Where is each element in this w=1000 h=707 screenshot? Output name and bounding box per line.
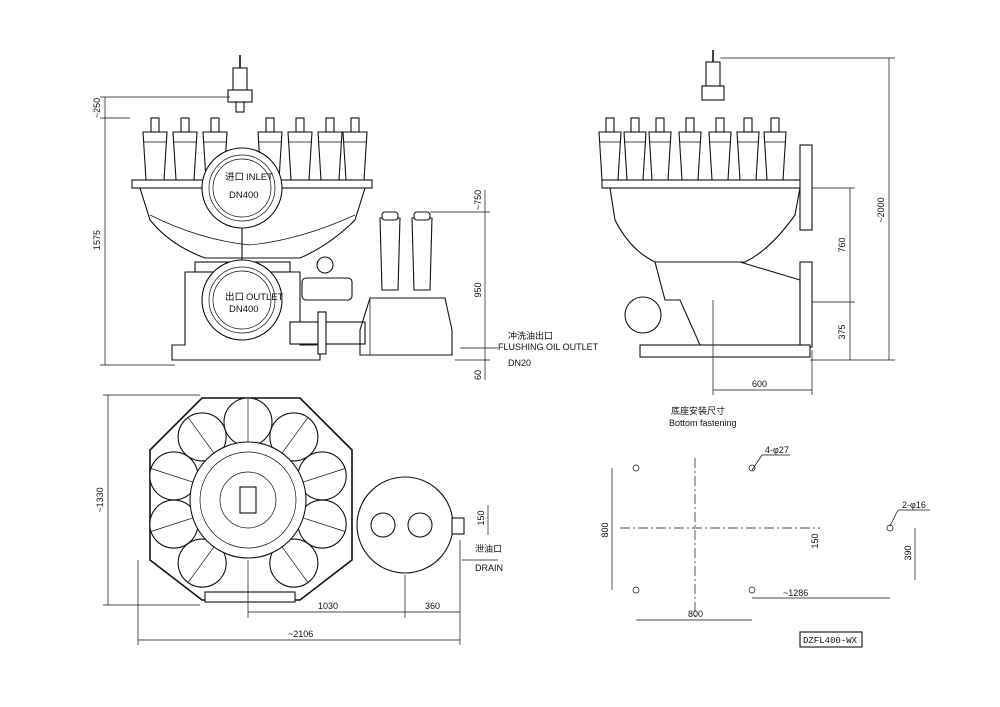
plan-filter-element bbox=[177, 538, 227, 588]
filter-element bbox=[172, 117, 198, 181]
plan-filter-element bbox=[177, 412, 227, 462]
bottom-fastening: 底座安装尺寸 Bottom fastening 4-φ27 2-φ16 800 … bbox=[600, 405, 930, 621]
dim-2106: ~2106 bbox=[288, 629, 313, 639]
flushing-label-cn: 冲洗油出口 bbox=[508, 330, 553, 341]
dim-360: 360 bbox=[425, 601, 440, 611]
filter-element bbox=[736, 117, 760, 181]
drain-label-en: DRAIN bbox=[475, 563, 503, 573]
flange-icon bbox=[201, 259, 283, 341]
plan-filter-element bbox=[269, 412, 319, 462]
plan-filter-element bbox=[149, 451, 199, 501]
inlet-size: DN400 bbox=[229, 190, 259, 201]
filter-element bbox=[763, 117, 787, 181]
filter-element bbox=[287, 117, 313, 181]
filter-element bbox=[708, 117, 732, 181]
drain-label-cn: 泄油口 bbox=[475, 543, 502, 554]
bottom-title-en: Bottom fastening bbox=[669, 418, 737, 428]
outlet-label-cn: 出口 bbox=[225, 291, 244, 303]
dim-800-horizontal: 800 bbox=[688, 609, 703, 619]
dim-760: 760 bbox=[837, 237, 847, 252]
dim-600: 600 bbox=[752, 379, 767, 389]
dim-1575: 1575 bbox=[92, 230, 102, 250]
filter-element bbox=[678, 117, 702, 181]
dim-1030: 1030 bbox=[318, 601, 338, 611]
model-code-box bbox=[799, 631, 863, 648]
dim-950: 950 bbox=[473, 282, 483, 297]
dim-2000: ~2000 bbox=[876, 197, 886, 222]
plan-view: ~1330 1030 360 ~2106 150 泄油口 DRAIN bbox=[95, 394, 503, 645]
flange-icon bbox=[201, 147, 283, 229]
inlet-label-en: INLET bbox=[246, 172, 273, 183]
dim-1286: ~1286 bbox=[783, 588, 808, 598]
filter-element bbox=[648, 117, 672, 181]
filter-element bbox=[342, 117, 368, 181]
filter-element bbox=[317, 117, 343, 181]
outlet-size: DN400 bbox=[229, 304, 259, 315]
dim-390: 390 bbox=[903, 545, 913, 560]
dim-150-bottom: 150 bbox=[810, 533, 820, 548]
outlet-label-en: OUTLET bbox=[246, 292, 284, 303]
valve-icon bbox=[701, 50, 725, 101]
dim-750: ~750 bbox=[473, 190, 483, 210]
dim-800-vertical: 800 bbox=[600, 522, 610, 537]
filter-element bbox=[598, 117, 622, 181]
valve-icon bbox=[227, 55, 253, 113]
side-view: ~2000 760 375 600 bbox=[598, 50, 895, 395]
dim-375: 375 bbox=[837, 324, 847, 339]
filter-icon bbox=[359, 211, 453, 356]
model-code: DZFL400-WX bbox=[803, 636, 858, 646]
dim-1330: ~1330 bbox=[95, 487, 105, 512]
inlet-label-cn: 进口 bbox=[225, 172, 244, 183]
flushing-label-en: FLUSHING OIL OUTLET bbox=[498, 342, 599, 352]
flushing-size: DN20 bbox=[508, 358, 531, 368]
holes-a-label: 4-φ27 bbox=[765, 445, 789, 455]
filter-element bbox=[142, 117, 168, 181]
plan-filter-element bbox=[269, 538, 319, 588]
dim-150-plan: 150 bbox=[476, 510, 486, 525]
filter-element bbox=[623, 117, 647, 181]
plan-filter-element bbox=[223, 397, 273, 447]
dim-60: 60 bbox=[473, 370, 483, 380]
dim-250: ~250 bbox=[92, 98, 102, 118]
bottom-title-cn: 底座安装尺寸 bbox=[671, 405, 725, 416]
holes-b-label: 2-φ16 bbox=[902, 500, 926, 510]
front-view: 进口 INLET DN400 出口 OUTLET DN400 bbox=[92, 55, 599, 380]
